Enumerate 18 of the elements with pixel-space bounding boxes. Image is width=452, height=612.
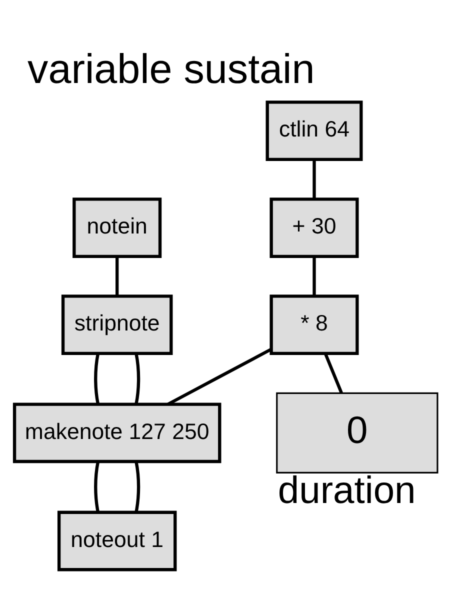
connector [167, 348, 272, 406]
connector [324, 352, 343, 393]
connector [94, 353, 100, 404]
connector [312, 159, 316, 198]
connector [134, 461, 140, 512]
connector [134, 353, 140, 404]
node-box: makenote 127 250 [12, 402, 222, 463]
connector [116, 256, 119, 296]
node-box: ctlin 64 [266, 100, 363, 161]
connector [312, 256, 316, 296]
node-box: + 30 [270, 197, 359, 258]
connector [94, 461, 100, 512]
node-box: notein [72, 197, 162, 258]
diagram-title: variable sustain [28, 45, 315, 92]
node-box: 0 [276, 392, 438, 473]
node-box: stripnote [61, 294, 173, 354]
node-box: * 8 [270, 294, 359, 354]
node-box: noteout 1 [57, 510, 177, 571]
